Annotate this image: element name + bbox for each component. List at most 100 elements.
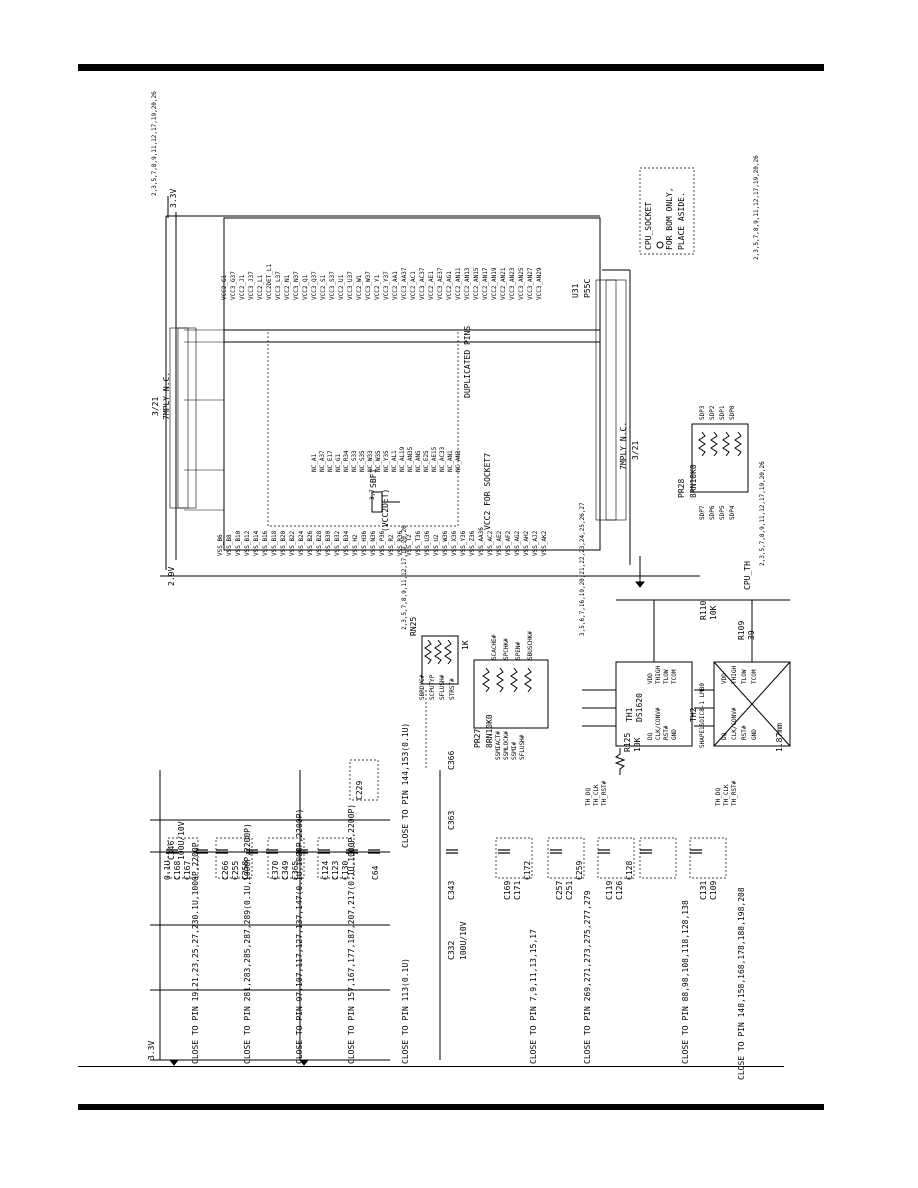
vss-pin: VSS_AC2 (487, 530, 494, 556)
rpack-pin: SDP5 (719, 505, 726, 520)
vss-pin: VSS_U36 (424, 530, 431, 556)
nc-pin: NC_Y35 (383, 450, 390, 472)
vss-pin: VSS_AE2 (496, 530, 503, 556)
th2-part: SHAPE1SOIC8-1 LM80 (699, 682, 706, 748)
cap-ref: C366 (447, 750, 456, 770)
cpu-socket-line1: FOR BOM ONLY, (665, 187, 674, 250)
vss-pin: VSS_H36 (361, 530, 368, 556)
cpu-th-label: CPU_TH (743, 561, 752, 590)
vcc-pin: VCC2_AE1 (428, 271, 435, 300)
nc-pin: NC_A1 (311, 453, 318, 472)
cap-ref: C131 (699, 880, 708, 900)
cap-ref: C370 (271, 860, 280, 880)
net-ref: 3,5,6,7,16,19,20,21,22,23,24,25,26,27 (579, 502, 586, 636)
cap-ref: C266 (221, 860, 230, 880)
vss-pin: VSS_Z36 (469, 530, 476, 556)
cap-ref: C109 (709, 880, 718, 900)
cpu-socket-title: CPU_SOCKET (644, 201, 653, 250)
nc-pin: NC_G1 (335, 453, 342, 472)
cap-ref: C349 (281, 860, 290, 880)
vss-pin: VSS_B14 (253, 530, 260, 556)
vcc-pin: VCC3_S37 (329, 271, 336, 300)
rpack-pin: SPEN# (515, 641, 522, 660)
vss-pin: VSS_X36 (451, 530, 458, 556)
vcc-pin: VCC2_L1 (257, 274, 264, 300)
rpack-pin: SFLUSH# (519, 734, 526, 760)
nc-pin: NC_S33 (351, 450, 358, 472)
rpack-pin: SDP3 (699, 405, 706, 420)
th1-net: TH_RST# (601, 780, 608, 806)
th1-part: DS1620 (635, 693, 644, 722)
vss-pin: VSS_H2 (352, 534, 359, 556)
vss-pin: VSS_B32 (334, 530, 341, 556)
vss-pin: VSS_B18 (271, 530, 278, 556)
vss-pin: VSS_W36 (442, 530, 449, 556)
vcc-pin: VCC2_W1 (356, 274, 363, 300)
cpu-ref-note: 3,7 (369, 489, 376, 500)
vss-pin: VSS_B8 (226, 534, 233, 556)
cap-note: CLOSE TO PIN 144,153(0.1U) (401, 722, 410, 848)
vcc-pin: VCC2_AN17 (482, 267, 489, 300)
vss-pin: VSS_N36 (370, 530, 377, 556)
vss-pin: VSS_B28 (316, 530, 323, 556)
cap-ref: C168 (173, 860, 182, 880)
vcc-pin: VCC3_Y37 (383, 271, 390, 300)
cap-ref: C126 (615, 880, 624, 900)
net-ref: 2,3,5,7,8,9,11,12,17,19,20,26 (759, 461, 766, 566)
vss-pin: VSS_B30 (325, 530, 332, 556)
th1-pin: TCOM (671, 669, 678, 684)
cap-ref: C124 (321, 860, 330, 880)
rail-2v9-left: 2.9V (167, 566, 176, 586)
resistor-val: 1.87mm (775, 723, 784, 752)
footer-rule (78, 1104, 824, 1110)
sbf1-label: SBF1 (369, 468, 378, 488)
header-rule (78, 64, 824, 71)
vcc-pin: VCC3_W37 (365, 271, 372, 300)
rpack-pin: SDP7 (699, 505, 706, 520)
vss-pin: VSS_T36 (415, 530, 422, 556)
nc-pin: NC_E25 (423, 450, 430, 472)
rpack-pin: SDP6 (709, 505, 716, 520)
th2-ref: TH2 (689, 707, 698, 722)
vcc-pin: VCC3_AA37 (401, 267, 408, 300)
resistor-ref: R110 (699, 600, 708, 620)
rpack-pin: SBUSCHK# (527, 631, 534, 660)
rpack-pin: SCPUTYP (429, 674, 436, 700)
vcc-pin: VCC2_J1 (239, 274, 246, 300)
vcc-pin: VCC2_S1 (320, 274, 327, 300)
rpack-ref: PR27 (473, 728, 482, 748)
rpack-pin: STRST# (449, 678, 456, 700)
cpu-ref: U31 (571, 283, 580, 298)
th1-net: TH_CLK (593, 784, 600, 806)
cap-ref: C259 (575, 860, 584, 880)
rpack-pin: SBRDYC# (419, 674, 426, 700)
cap-note: CLOSE TO PIN 19,21,23,25,27,230.1U,1000P… (191, 842, 200, 1064)
rpack-pin: SPCHK# (503, 638, 510, 660)
th2-pin: THIGH (731, 665, 738, 684)
resistor-ref: R109 (737, 620, 746, 640)
vcc-pin: VCC2_U1 (338, 274, 345, 300)
vss-pin: VSS_AG2 (514, 530, 521, 556)
rpack-pin: SDP4 (729, 505, 736, 520)
cap-note: CLOSE TO PIN 157,167,177,187,207,217(0.1… (347, 803, 356, 1064)
rpack-pin: SDP1 (719, 405, 726, 420)
socket-note: 7MPLY N.C. (162, 371, 171, 420)
cap-ref: C119 (605, 880, 614, 900)
th2-pin: TCOM (751, 669, 758, 684)
cap-note: CLOSE TO PIN 148,158,168,178,188,198,208 (737, 887, 746, 1080)
vcc-pin: VCC3_AN29 (536, 267, 543, 300)
vcc-pin: VCC2_AN21 (500, 267, 507, 300)
vcc-pin: VCC3_AC37 (419, 267, 426, 300)
th2-pin: TLOW (741, 669, 748, 684)
th2-pin: CLK/CONV# (731, 707, 738, 740)
rpack-val: 1K (461, 640, 470, 650)
vss-pin: VSS_R2 (388, 534, 395, 556)
vss-pin-column: VSS_B6 VSS_B8 VSS_B10 VSS_B12 VSS_B14 VS… (217, 527, 548, 576)
vcc-pin: VCC2DET_L1 (266, 263, 273, 300)
th1-pin: CLK/CONV# (655, 707, 662, 740)
cap-ref: C169 (503, 880, 512, 900)
vss-pin: VSS_P36 (379, 530, 386, 556)
vcc-pin: VCC2_G1 (221, 274, 228, 300)
cap-ref: C251 (565, 880, 574, 900)
cap-ref: C229 (355, 780, 364, 800)
